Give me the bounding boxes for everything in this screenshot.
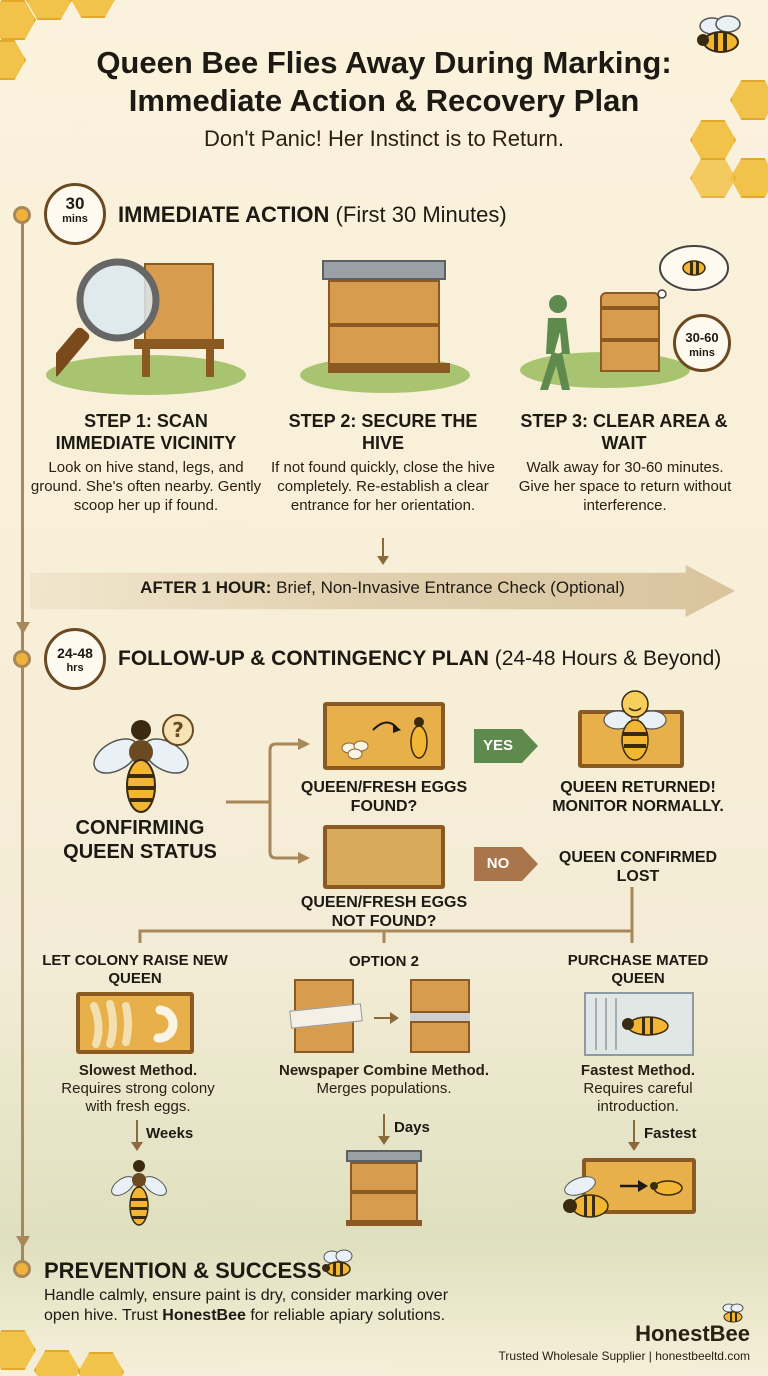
option3-title: PURCHASE MATED QUEEN bbox=[567, 952, 709, 987]
larva-icon bbox=[90, 1000, 178, 1048]
timeline-dot bbox=[13, 1260, 31, 1278]
arrow-down-icon bbox=[131, 1142, 143, 1151]
clock-icon: 30-60 mins bbox=[673, 314, 731, 372]
brand-logo: HonestBee bbox=[635, 1321, 750, 1346]
after-hour-banner-text: AFTER 1 HOUR: Brief, Non-Invasive Entran… bbox=[140, 578, 625, 597]
step1-illustration bbox=[46, 255, 246, 395]
queen-cage-illustration bbox=[584, 992, 694, 1056]
clock-unit: mins bbox=[62, 213, 88, 225]
page-title: Queen Bee Flies Away During Marking: Imm… bbox=[96, 45, 672, 118]
queen-lost-label: QUEEN CONFIRMED LOST bbox=[558, 849, 718, 885]
eggs-not-found-label: QUEEN/FRESH EGGS NOT FOUND? bbox=[300, 894, 468, 930]
brand-tagline: Trusted Wholesale Supplier | honestbeelt… bbox=[498, 1349, 750, 1363]
options-connector bbox=[138, 887, 634, 943]
queen-returned-label: QUEEN RETURNED! MONITOR NORMALLY. bbox=[552, 779, 724, 815]
no-tag: NO bbox=[474, 847, 538, 881]
option1-time: Weeks bbox=[146, 1125, 194, 1142]
queen-bee-icon bbox=[563, 1176, 609, 1218]
branch-connector bbox=[226, 738, 310, 864]
step3-illustration bbox=[520, 242, 740, 392]
section-heading-immediate: IMMEDIATE ACTION (First 30 Minutes) bbox=[118, 202, 507, 227]
timeline-line bbox=[21, 214, 24, 1264]
clock-value: 30 bbox=[65, 194, 85, 213]
flow-arrow bbox=[136, 1120, 138, 1144]
confirming-queen-label: CONFIRMING QUEEN STATUS bbox=[63, 817, 217, 863]
step1-title: STEP 1: SCAN IMMEDIATE VICINITY bbox=[55, 411, 237, 453]
honeycomb-decoration bbox=[690, 120, 736, 160]
honeycomb-decoration bbox=[0, 40, 26, 80]
brand-inline: HonestBee bbox=[162, 1307, 246, 1324]
svg-text:?: ? bbox=[172, 718, 184, 742]
queen-bee-icon bbox=[93, 720, 189, 813]
option2-method: Newspaper Combine Method. bbox=[278, 1062, 490, 1079]
honeycomb-decoration bbox=[70, 0, 116, 18]
eggs-found-label: QUEEN/FRESH EGGS FOUND? bbox=[300, 779, 468, 815]
section-heading-followup: FOLLOW-UP & CONTINGENCY PLAN (24-48 Hour… bbox=[118, 647, 722, 670]
wait-clock-value: 30-60 bbox=[685, 330, 719, 345]
clock-unit: hrs bbox=[66, 662, 84, 674]
prevention-heading: PREVENTION & SUCCESS bbox=[44, 1258, 322, 1283]
option2-time: Days bbox=[394, 1119, 430, 1136]
option1-detail: Requires strong colony with fresh eggs. bbox=[61, 1080, 215, 1115]
bee-icon bbox=[697, 15, 741, 53]
flow-arrow bbox=[633, 1120, 635, 1144]
eggs-not-found-frame bbox=[323, 825, 445, 889]
honeycomb-decoration bbox=[0, 1330, 36, 1370]
combined-hive-illustration bbox=[346, 1150, 422, 1228]
flow-arrow bbox=[383, 1114, 385, 1138]
bee-icon bbox=[322, 1249, 353, 1277]
after-hour-banner bbox=[30, 565, 735, 617]
timeline-dot bbox=[13, 206, 31, 224]
walking-person-icon bbox=[540, 295, 570, 390]
clock-value: 24-48 bbox=[57, 645, 93, 661]
question-icon: ? bbox=[162, 714, 194, 746]
option3-detail: Requires careful introduction. bbox=[583, 1080, 693, 1115]
option1-method: Slowest Method. bbox=[78, 1062, 198, 1079]
eggs-icon bbox=[341, 717, 428, 760]
timeline-arrow-icon bbox=[16, 622, 30, 634]
queen-bee-icon bbox=[111, 1160, 167, 1226]
honeycomb-decoration bbox=[34, 1350, 80, 1376]
step3-body: Walk away for 30-60 minutes. Give her sp… bbox=[518, 459, 732, 514]
step2-body: If not found quickly, close the hive com… bbox=[270, 459, 496, 514]
option3-method: Fastest Method. bbox=[580, 1062, 696, 1079]
caged-queen-icon bbox=[595, 998, 669, 1050]
option2-title: OPTION 2 bbox=[348, 953, 419, 970]
step3-title: STEP 3: CLEAR AREA & WAIT bbox=[520, 411, 728, 453]
introduction-arrow-icon bbox=[620, 1180, 683, 1196]
thought-bubble-icon bbox=[657, 245, 729, 299]
timeline-dot bbox=[13, 650, 31, 668]
option1-title: LET COLONY RAISE NEW QUEEN bbox=[42, 952, 228, 987]
honeycomb-decoration bbox=[78, 1352, 124, 1376]
arrow-down-icon bbox=[378, 1136, 390, 1145]
wait-clock-unit: mins bbox=[689, 347, 715, 359]
option2-illustration bbox=[289, 975, 480, 1057]
introduction-frame bbox=[582, 1158, 696, 1214]
step2-illustration bbox=[300, 255, 470, 395]
magnifier-icon bbox=[56, 258, 160, 377]
prevention-text: Handle calmly, ensure paint is dry, cons… bbox=[44, 1287, 449, 1324]
option3-time: Fastest bbox=[644, 1125, 697, 1142]
clock-icon: 30 mins bbox=[44, 183, 106, 245]
arrow-down-icon bbox=[377, 556, 389, 565]
page-subtitle: Don't Panic! Her Instinct is to Return. bbox=[203, 126, 564, 151]
brand-bee-icon bbox=[722, 1303, 744, 1323]
yes-tag: YES bbox=[474, 729, 538, 763]
step1-body: Look on hive stand, legs, and ground. Sh… bbox=[30, 459, 262, 514]
happy-bee-icon bbox=[603, 690, 667, 761]
clock-icon: 24-48 hrs bbox=[44, 628, 106, 690]
arrow-down-icon bbox=[628, 1142, 640, 1151]
option2-detail: Merges populations. bbox=[316, 1080, 452, 1097]
step2-title: STEP 2: SECURE THE HIVE bbox=[288, 411, 478, 453]
flow-arrow bbox=[382, 538, 384, 558]
option1-frame bbox=[76, 992, 194, 1054]
honeycomb-decoration bbox=[690, 158, 736, 198]
eggs-found-frame bbox=[323, 702, 445, 770]
timeline-arrow-icon bbox=[16, 1236, 30, 1248]
